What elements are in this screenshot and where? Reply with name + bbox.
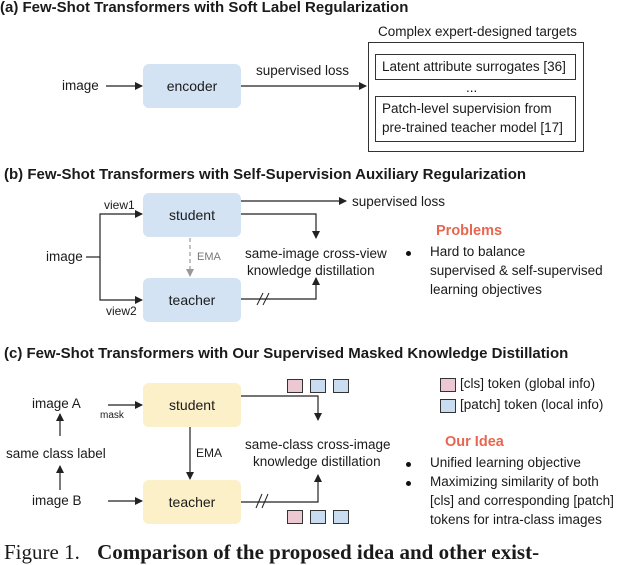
section-b-input-label: image bbox=[46, 249, 83, 264]
problem-bullet bbox=[406, 251, 411, 256]
target-box-1: Latent attribute surrogates [36] bbox=[375, 54, 576, 80]
image-b-label: image B bbox=[32, 493, 82, 508]
student-box-b: student bbox=[143, 193, 241, 237]
legend-patch-swatch bbox=[440, 399, 456, 413]
ema-label-c: EMA bbox=[196, 446, 223, 460]
patch-token-teacher-2 bbox=[333, 510, 349, 524]
problem-line1: Hard to balance bbox=[430, 244, 526, 259]
figure-caption: Figure 1. Comparison of the proposed ide… bbox=[4, 540, 539, 565]
section-b-title: (b) Few-Shot Transformers with Self-Supe… bbox=[4, 166, 527, 183]
arrow-student-distill bbox=[241, 213, 320, 239]
distill-b-line2: knowledge distillation bbox=[247, 263, 375, 278]
legend-cls-swatch bbox=[440, 378, 456, 392]
idea-1-text: Unified learning objective bbox=[430, 455, 581, 470]
target-2-line1: Patch-level supervision from bbox=[382, 101, 552, 116]
idea-bullet-1 bbox=[406, 462, 411, 467]
arrow-student-distill-c bbox=[241, 395, 322, 421]
section-a-title: (a) Few-Shot Transformers with Soft Labe… bbox=[0, 0, 409, 16]
caption-prefix: Figure 1. bbox=[4, 540, 80, 564]
idea-2-line2: [cls] and corresponding [patch] bbox=[430, 493, 614, 508]
distill-c-line1: same-class cross-image bbox=[245, 437, 391, 452]
legend-cls-label: [cls] token (global info) bbox=[460, 376, 596, 391]
idea-bullet-2 bbox=[406, 481, 411, 486]
view1-label: view1 bbox=[104, 198, 135, 212]
idea-title: Our Idea bbox=[445, 434, 504, 450]
patch-token-student-1 bbox=[310, 379, 326, 393]
line-to-view2 bbox=[99, 257, 143, 304]
idea-2-line3: tokens for intra-class images bbox=[430, 512, 602, 527]
target-1-text: Latent attribute surrogates [36] bbox=[382, 59, 566, 74]
problems-title: Problems bbox=[436, 223, 503, 239]
cls-token-student bbox=[287, 379, 303, 393]
idea-2-line1: Maximizing similarity of both bbox=[430, 474, 599, 489]
stopgrad-c2 bbox=[261, 493, 269, 509]
view2-label: view2 bbox=[106, 304, 137, 318]
caption-bold-text: Comparison of the proposed idea and othe… bbox=[97, 540, 540, 564]
section-c-title: (c) Few-Shot Transformers with Our Super… bbox=[4, 345, 569, 362]
section-b-loss-label: supervised loss bbox=[352, 194, 446, 209]
ema-label-b: EMA bbox=[197, 251, 221, 263]
targets-title: Complex expert-designed targets bbox=[378, 24, 577, 39]
target-box-2: Patch-level supervision from pre-trained… bbox=[375, 96, 576, 142]
arrow-teacher-distill-c bbox=[241, 474, 322, 503]
stopgrad-b2 bbox=[262, 292, 270, 306]
problem-line3: learning objectives bbox=[430, 282, 542, 297]
arrow-teacher-distill bbox=[241, 277, 320, 300]
cls-token-teacher bbox=[287, 510, 303, 524]
patch-token-teacher-1 bbox=[310, 510, 326, 524]
patch-token-student-2 bbox=[333, 379, 349, 393]
teacher-box-c: teacher bbox=[143, 480, 241, 524]
encoder-box: encoder bbox=[143, 64, 241, 108]
distill-b-line1: same-image cross-view bbox=[245, 246, 387, 261]
section-a-loss-label: supervised loss bbox=[256, 63, 350, 78]
stopgrad-b1 bbox=[256, 292, 264, 306]
teacher-box-b: teacher bbox=[143, 278, 241, 322]
target-2-line2: pre-trained teacher model [17] bbox=[382, 120, 563, 135]
student-box-c: student bbox=[143, 383, 241, 427]
distill-c-line2: knowledge distillation bbox=[253, 454, 381, 469]
same-class-label: same class label bbox=[6, 446, 106, 461]
targets-ellipsis: ... bbox=[466, 80, 478, 95]
section-a-input-label: image bbox=[62, 78, 99, 93]
stopgrad-c1 bbox=[255, 493, 263, 509]
mask-label: mask bbox=[100, 410, 124, 421]
legend-patch-label: [patch] token (local info) bbox=[460, 397, 604, 412]
problem-line2: supervised & self-supervised bbox=[430, 263, 603, 278]
line-to-view1 bbox=[99, 210, 143, 257]
image-a-label: image A bbox=[32, 396, 81, 411]
